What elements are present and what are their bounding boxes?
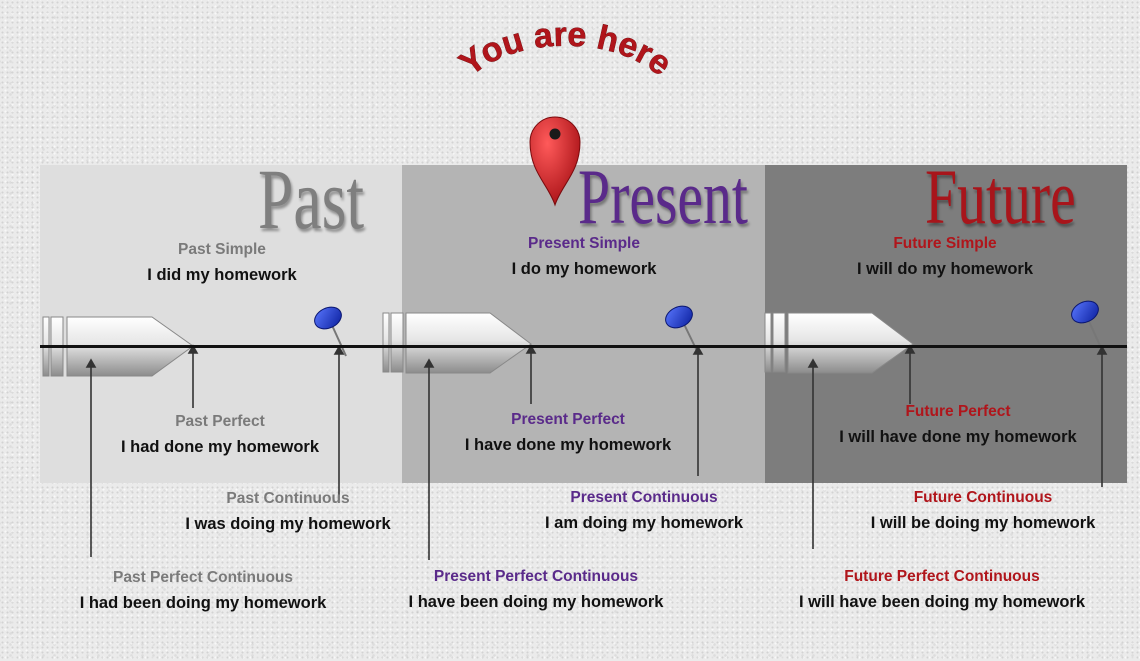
past-perfect-continuous-label: Past Perfect Continuous I had been doing… — [80, 570, 327, 611]
tense-example: I will be doing my homework — [870, 513, 1096, 532]
tense-example: I did my homework — [147, 265, 297, 284]
tense-name: Past Perfect — [175, 413, 265, 430]
future-perfect-continuous-label: Future Perfect Continuous I will have be… — [799, 569, 1085, 610]
tense-name: Future Continuous — [913, 489, 1053, 506]
tense-example: I have done my homework — [464, 435, 672, 454]
future-continuous-label: Future Continuous I will be doing my hom… — [871, 490, 1096, 531]
present-perfect-label: Present Perfect I have done my homework — [465, 412, 671, 453]
heading-past: Past — [258, 151, 365, 247]
tense-name: Present Continuous — [570, 489, 718, 506]
past-perfect-label: Past Perfect I had done my homework — [121, 414, 319, 455]
tense-name: Past Simple — [178, 241, 266, 258]
tense-example: I do my homework — [511, 259, 657, 278]
tense-example: I will have done my homework — [839, 427, 1077, 446]
tense-example: I was doing my homework — [185, 514, 391, 533]
timeline-axis — [40, 345, 1127, 348]
present-perfect-continuous-label: Present Perfect Continuous I have been d… — [409, 569, 664, 610]
tense-name: Future Simple — [893, 235, 997, 252]
tense-example: I had done my homework — [120, 437, 320, 456]
map-pin-icon — [529, 116, 581, 207]
heading-future: Future — [925, 153, 1076, 240]
tense-example: I will do my homework — [856, 259, 1034, 278]
tense-example: I am doing my homework — [544, 513, 744, 532]
you-are-here-text: You are here — [452, 15, 679, 83]
tense-example: I had been doing my homework — [79, 593, 327, 612]
tense-name: Past Perfect Continuous — [113, 569, 293, 586]
tense-example: I have been doing my homework — [408, 592, 664, 611]
tense-name: Present Simple — [527, 235, 640, 252]
future-perfect-label: Future Perfect I will have done my homew… — [839, 404, 1076, 445]
tense-name: Future Perfect Continuous — [844, 568, 1040, 585]
connector-lines — [85, 344, 1108, 560]
tense-name: Present Perfect Continuous — [433, 568, 639, 585]
tense-example: I will have been doing my homework — [798, 592, 1086, 611]
svg-text:You are here: You are here — [452, 16, 678, 84]
pencil-icon-future — [764, 312, 914, 374]
tense-name: Present Perfect — [511, 411, 625, 428]
push-pin-icon-past — [314, 306, 347, 357]
tense-name: Future Perfect — [905, 403, 1011, 420]
past-simple-label: Past Simple I did my homework — [147, 242, 296, 283]
present-simple-label: Present Simple I do my homework — [512, 236, 657, 277]
tense-name: Past Continuous — [226, 490, 350, 507]
heading-present: Present — [578, 153, 748, 240]
push-pin-icon-future — [1071, 300, 1103, 351]
pencil-icon-present — [382, 312, 532, 374]
past-continuous-label: Past Continuous I was doing my homework — [185, 491, 390, 532]
future-simple-label: Future Simple I will do my homework — [857, 236, 1033, 277]
present-continuous-label: Present Continuous I am doing my homewor… — [545, 490, 743, 531]
